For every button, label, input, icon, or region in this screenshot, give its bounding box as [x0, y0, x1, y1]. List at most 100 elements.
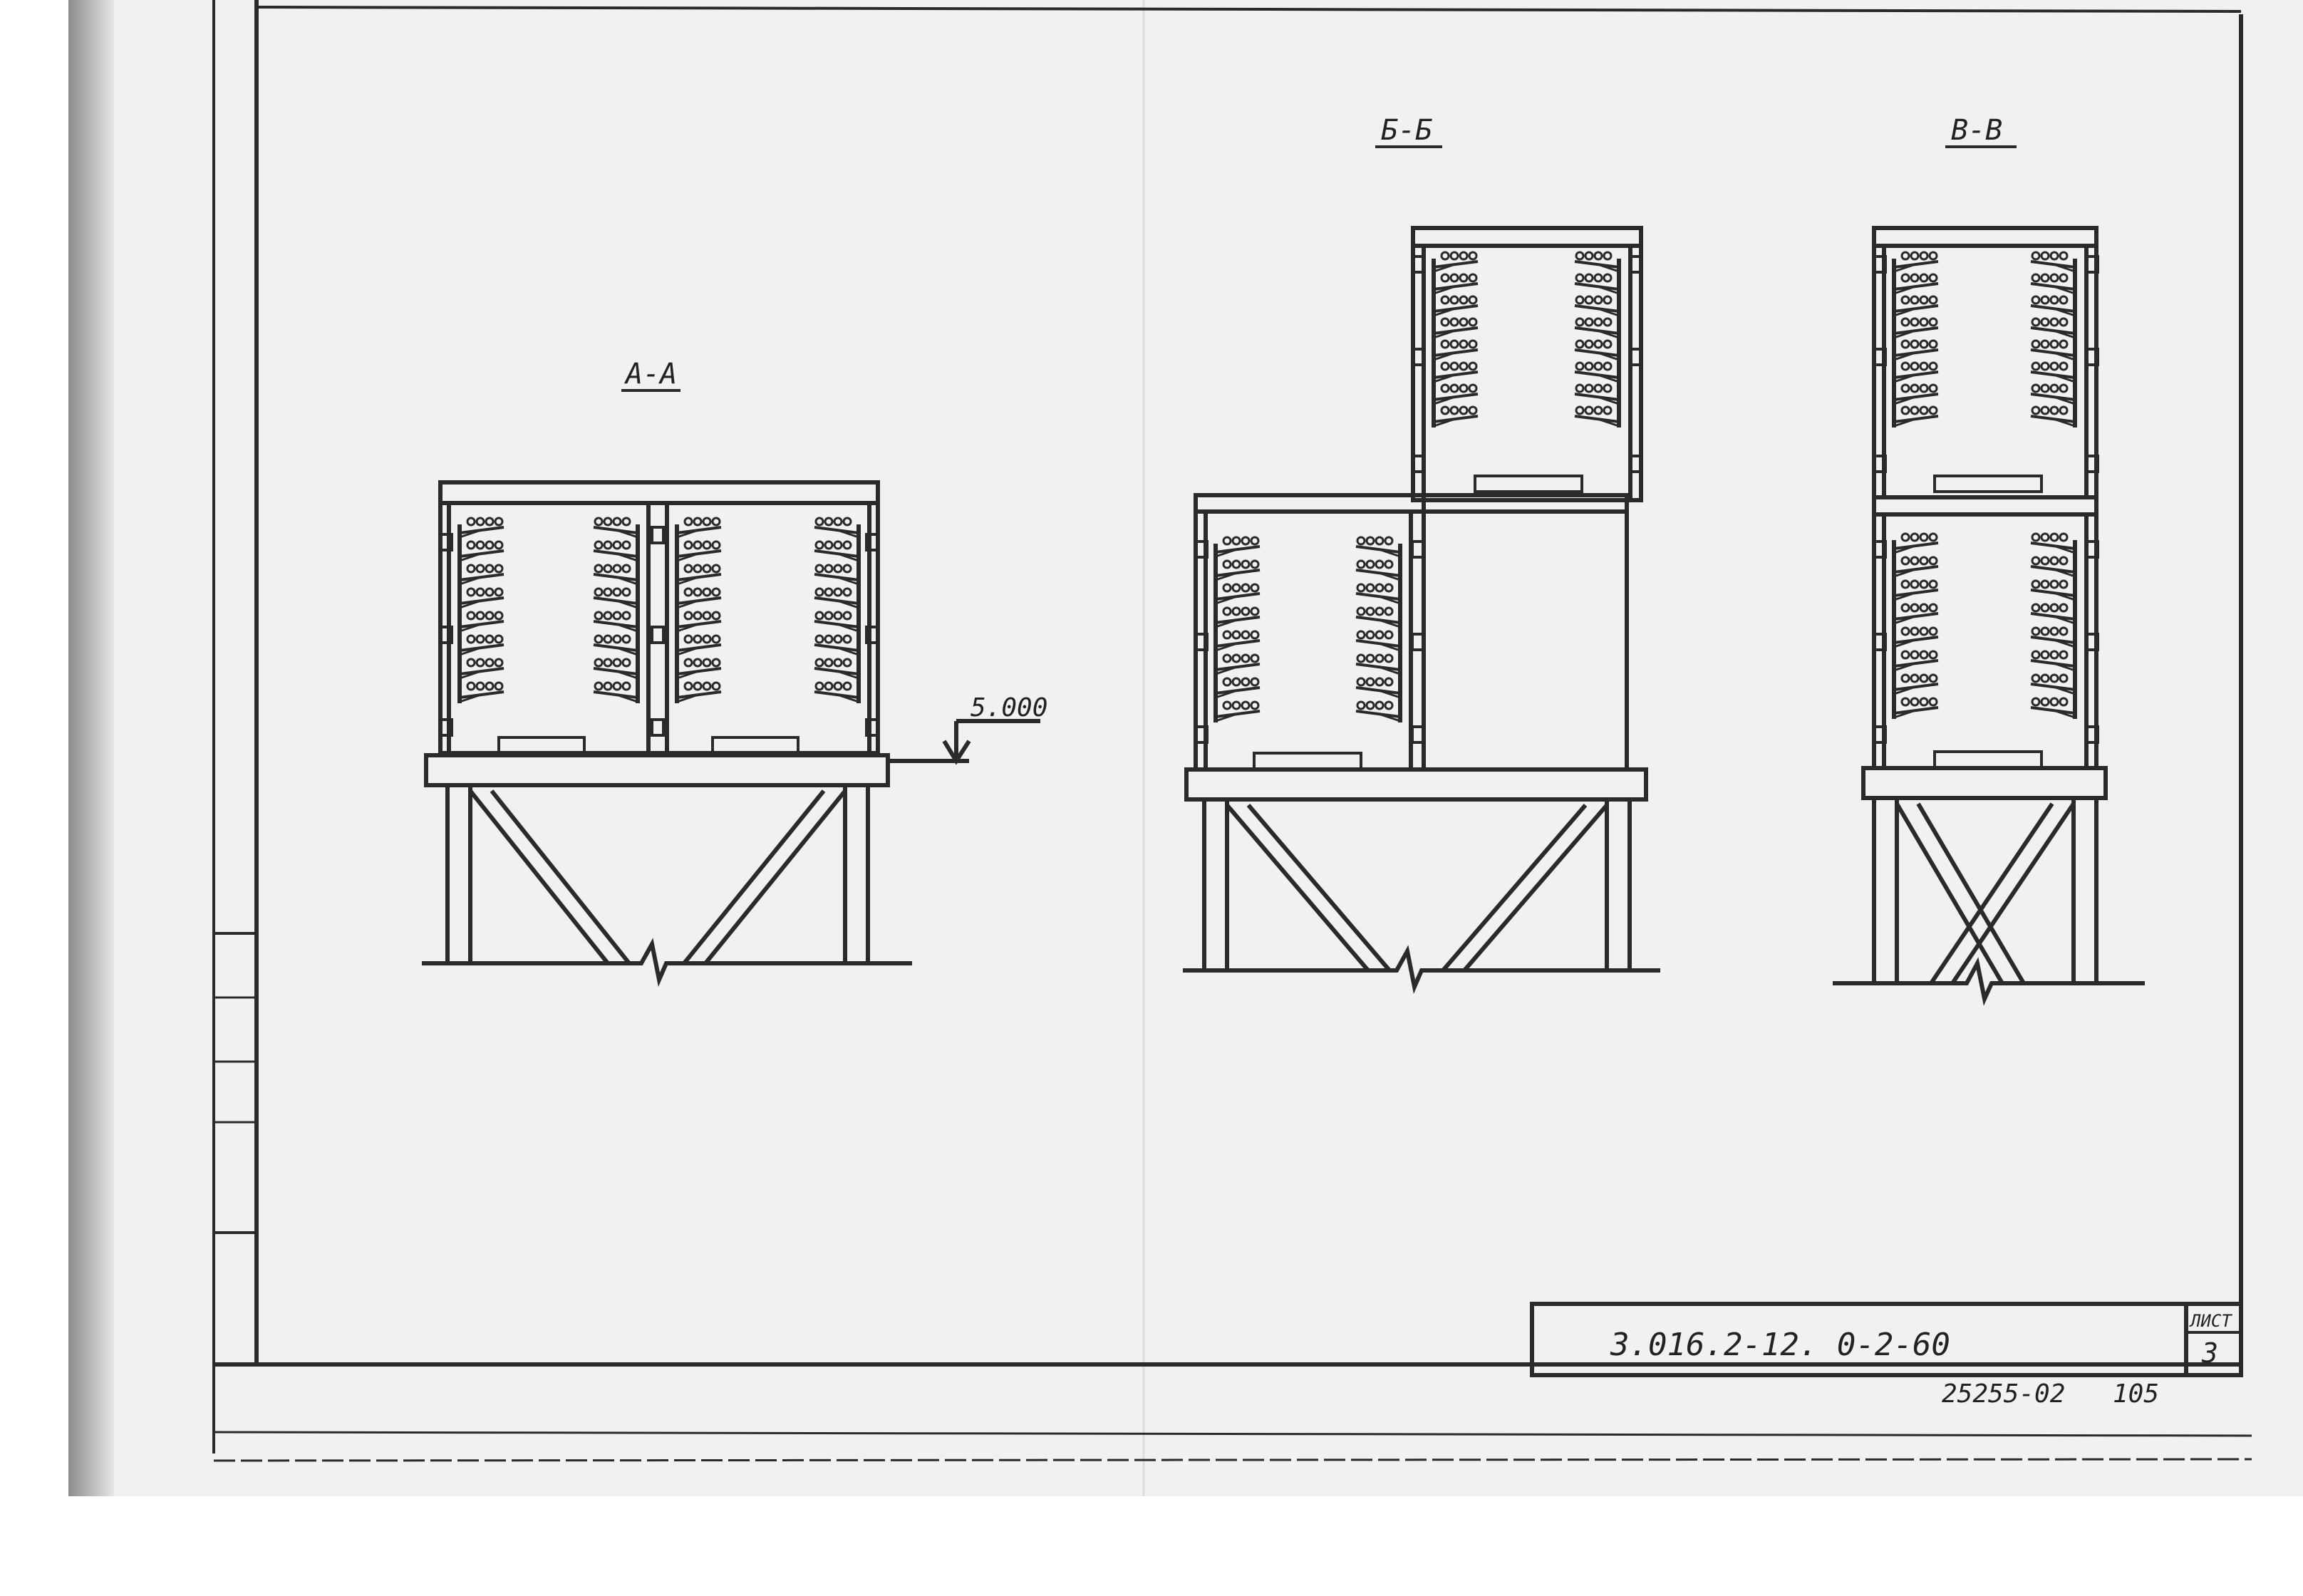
connection-plate — [651, 526, 665, 544]
connection-plate — [1411, 633, 1425, 651]
post-connection-plates — [2085, 540, 2099, 744]
cable-shelf — [1433, 251, 1479, 273]
connection-plate — [439, 626, 453, 644]
cable-shelf — [1355, 606, 1401, 628]
cable-shelf — [1893, 556, 1939, 578]
cable-shelf — [1355, 536, 1401, 558]
post-connection-plates — [1873, 255, 1887, 473]
cable-shelf — [2030, 339, 2076, 361]
cable-shelf — [459, 587, 504, 609]
cable-shelf — [593, 564, 638, 586]
cable-shelf — [1433, 383, 1479, 405]
cable-shelf — [1893, 251, 1939, 273]
cable-shelf — [2030, 405, 2076, 428]
cable-shelf — [2030, 383, 2076, 405]
cable-shelf — [1433, 273, 1479, 295]
cable-shelf-column — [1432, 251, 1479, 428]
cable-shelf-column — [2030, 251, 2077, 428]
section-a-a: А-А 5.000 — [422, 358, 1047, 987]
cable-shelf — [593, 587, 638, 609]
cable-shelf — [1893, 532, 1939, 554]
post-connection-plates — [651, 526, 665, 737]
connection-plate — [1411, 540, 1425, 559]
cable-shelf — [459, 564, 504, 586]
cable-shelf — [676, 681, 722, 703]
section-v-v: В-В — [1833, 114, 2145, 1006]
cable-shelf — [1574, 339, 1620, 361]
cable-shelf-column — [814, 517, 861, 703]
drawing-code: 3.016.2-12. 0-2-60 — [1610, 1327, 1950, 1363]
cable-shelf — [1893, 317, 1939, 339]
cable-shelf — [2030, 361, 2076, 383]
cable-shelf — [814, 540, 859, 562]
cable-shelf — [676, 517, 722, 539]
cable-shelf — [1355, 677, 1401, 699]
cable-shelf — [459, 517, 504, 539]
cable-shelf — [1574, 317, 1620, 339]
cable-shelf — [2030, 317, 2076, 339]
cable-shelf — [593, 634, 638, 656]
connection-plate — [1873, 348, 1887, 366]
sheet-header: ЛИСТ — [2189, 1311, 2232, 1331]
cable-shelf — [814, 611, 859, 633]
cable-shelf — [1433, 339, 1479, 361]
cable-shelf — [1215, 677, 1261, 699]
section-v-v-title: В-В — [1951, 114, 2002, 147]
cable-shelf — [1893, 361, 1939, 383]
cable-shelf — [1433, 361, 1479, 383]
cable-shelf — [814, 634, 859, 656]
cable-shelf-column — [1213, 536, 1261, 722]
inventory-number: 25255-02 — [1942, 1379, 2065, 1409]
cable-shelf — [814, 517, 859, 539]
connection-plate — [1873, 255, 1887, 274]
connection-plate — [2085, 540, 2099, 559]
cable-shelf — [1355, 653, 1401, 675]
section-b-b-title: Б-Б — [1381, 114, 1432, 147]
cable-shelf — [1893, 295, 1939, 317]
drawing-frame — [212, 0, 2252, 1462]
connection-plate — [2085, 255, 2099, 274]
connection-plate — [1194, 540, 1209, 559]
page-number: 105 — [2113, 1379, 2159, 1409]
connection-plate — [651, 718, 665, 737]
connection-plate — [1629, 348, 1643, 366]
connection-plate — [2085, 348, 2099, 366]
cable-shelf — [459, 658, 504, 680]
cable-shelf-column — [1892, 251, 1939, 428]
post-connection-plates — [1873, 540, 1887, 744]
cable-shelf — [676, 611, 722, 633]
cable-shelf — [1574, 295, 1620, 317]
cable-shelf — [676, 634, 722, 656]
cable-shelf — [1355, 630, 1401, 652]
post-connection-plates — [2085, 255, 2099, 473]
cable-shelf — [1893, 405, 1939, 428]
cable-shelf — [1355, 559, 1401, 581]
connection-plate — [439, 533, 453, 551]
connection-plate — [1873, 455, 1887, 473]
post-connection-plates — [1194, 540, 1209, 744]
cable-shelf — [1893, 626, 1939, 648]
cable-shelf — [1433, 295, 1479, 317]
connection-plate — [1194, 725, 1209, 744]
cable-shelf — [676, 564, 722, 586]
sheet-number: 3 — [2201, 1337, 2218, 1369]
cable-shelf — [593, 681, 638, 703]
cable-shelf — [2030, 251, 2076, 273]
cable-shelf — [1893, 603, 1939, 625]
connection-plate — [1629, 455, 1643, 473]
cable-shelf — [1215, 606, 1261, 628]
cable-shelf — [1893, 650, 1939, 672]
connection-plate — [1412, 348, 1426, 366]
connection-plate — [865, 533, 879, 551]
cable-shelf — [459, 611, 504, 633]
section-b-b: Б-Б — [1183, 114, 1660, 994]
connection-plate — [865, 626, 879, 644]
cable-shelf — [2030, 673, 2076, 695]
cable-shelf — [2030, 603, 2076, 625]
cable-shelf — [1433, 317, 1479, 339]
cable-shelf — [814, 564, 859, 586]
post-connection-plates — [865, 533, 879, 737]
cable-shelf — [1215, 583, 1261, 605]
cable-shelf-column — [1574, 251, 1621, 428]
